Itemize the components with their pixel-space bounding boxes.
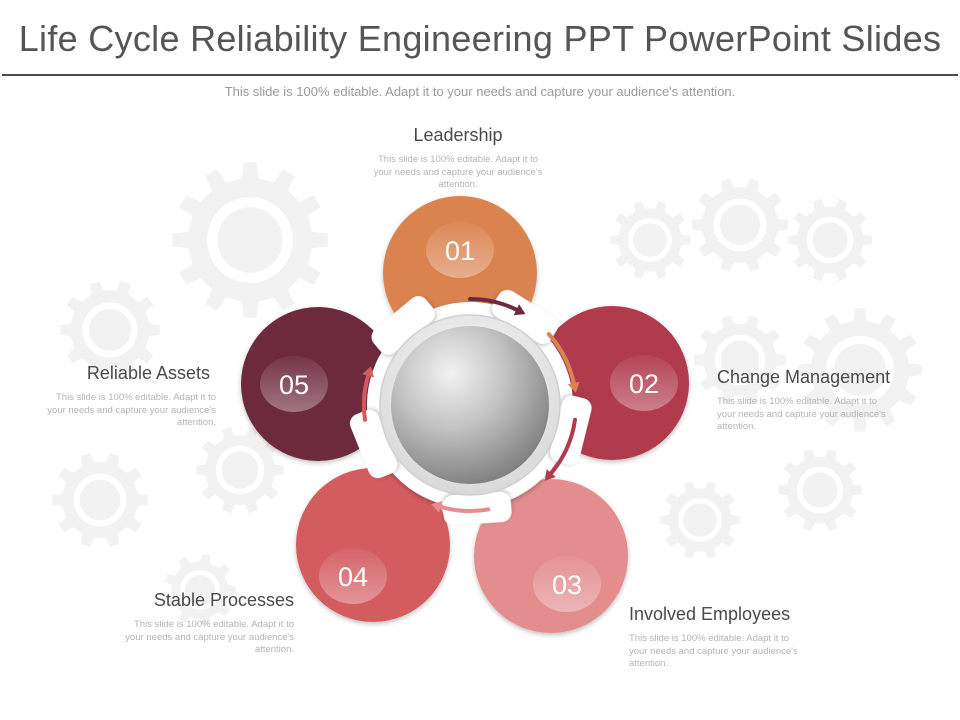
cycle-arrows (361, 296, 580, 513)
page-subtitle: This slide is 100% editable. Adapt it to… (224, 84, 736, 99)
gear-icon (778, 449, 862, 531)
petal-circle-04 (296, 468, 450, 622)
petal-number-01: 01 (445, 236, 475, 266)
gear-icon (694, 315, 786, 405)
item-label-reliable-assets: Reliable Assets (86, 363, 210, 383)
title-divider (2, 74, 958, 76)
petal-circles (241, 196, 689, 633)
curved-arrow-icon (468, 296, 526, 316)
gear-icon (610, 200, 690, 280)
petal-numbers: 01 02 03 04 05 (279, 236, 659, 600)
gear-icon (692, 178, 788, 272)
curved-arrow-icon (361, 366, 374, 422)
item-label-change-management: Change Management (717, 367, 891, 387)
gear-icon (165, 554, 236, 626)
petal-number-05: 05 (279, 370, 309, 400)
item-label-leadership: Leadership (413, 125, 503, 145)
gear-icon (52, 453, 148, 547)
petal-circle-03 (474, 479, 628, 633)
curved-arrow-icon (546, 332, 580, 393)
item-desc-stable-processes: This slide is 100% editable. Adapt it to… (125, 619, 294, 655)
gear-icon (660, 480, 740, 560)
gear-icon (196, 427, 284, 513)
item-label-stable-processes: Stable Processes (153, 590, 294, 610)
page-title: Life Cycle Reliability Engineering PPT P… (18, 18, 942, 59)
arrow-tabs (349, 289, 592, 526)
item-label-involved-employees: Involved Employees (629, 604, 791, 624)
curved-arrow-icon (544, 417, 577, 481)
gear-icon (788, 199, 872, 281)
item-desc-involved-employees: This slide is 100% editable. Adapt it to… (629, 633, 798, 669)
hub-sphere (391, 326, 549, 484)
gear-icon (172, 162, 328, 318)
gear-icon (60, 281, 160, 379)
item-desc-leadership: This slide is 100% editable. Adapt it to… (373, 154, 543, 190)
gear-icon (798, 308, 922, 432)
petal-number-02: 02 (629, 369, 659, 399)
curved-arrow-icon (431, 501, 491, 513)
background-gears (52, 162, 922, 626)
item-desc-reliable-assets: This slide is 100% editable. Adapt it to… (47, 392, 216, 428)
petal-number-04: 04 (338, 562, 368, 592)
item-desc-change-management: This slide is 100% editable. Adapt it to… (717, 396, 886, 432)
petal-number-03: 03 (552, 570, 582, 600)
